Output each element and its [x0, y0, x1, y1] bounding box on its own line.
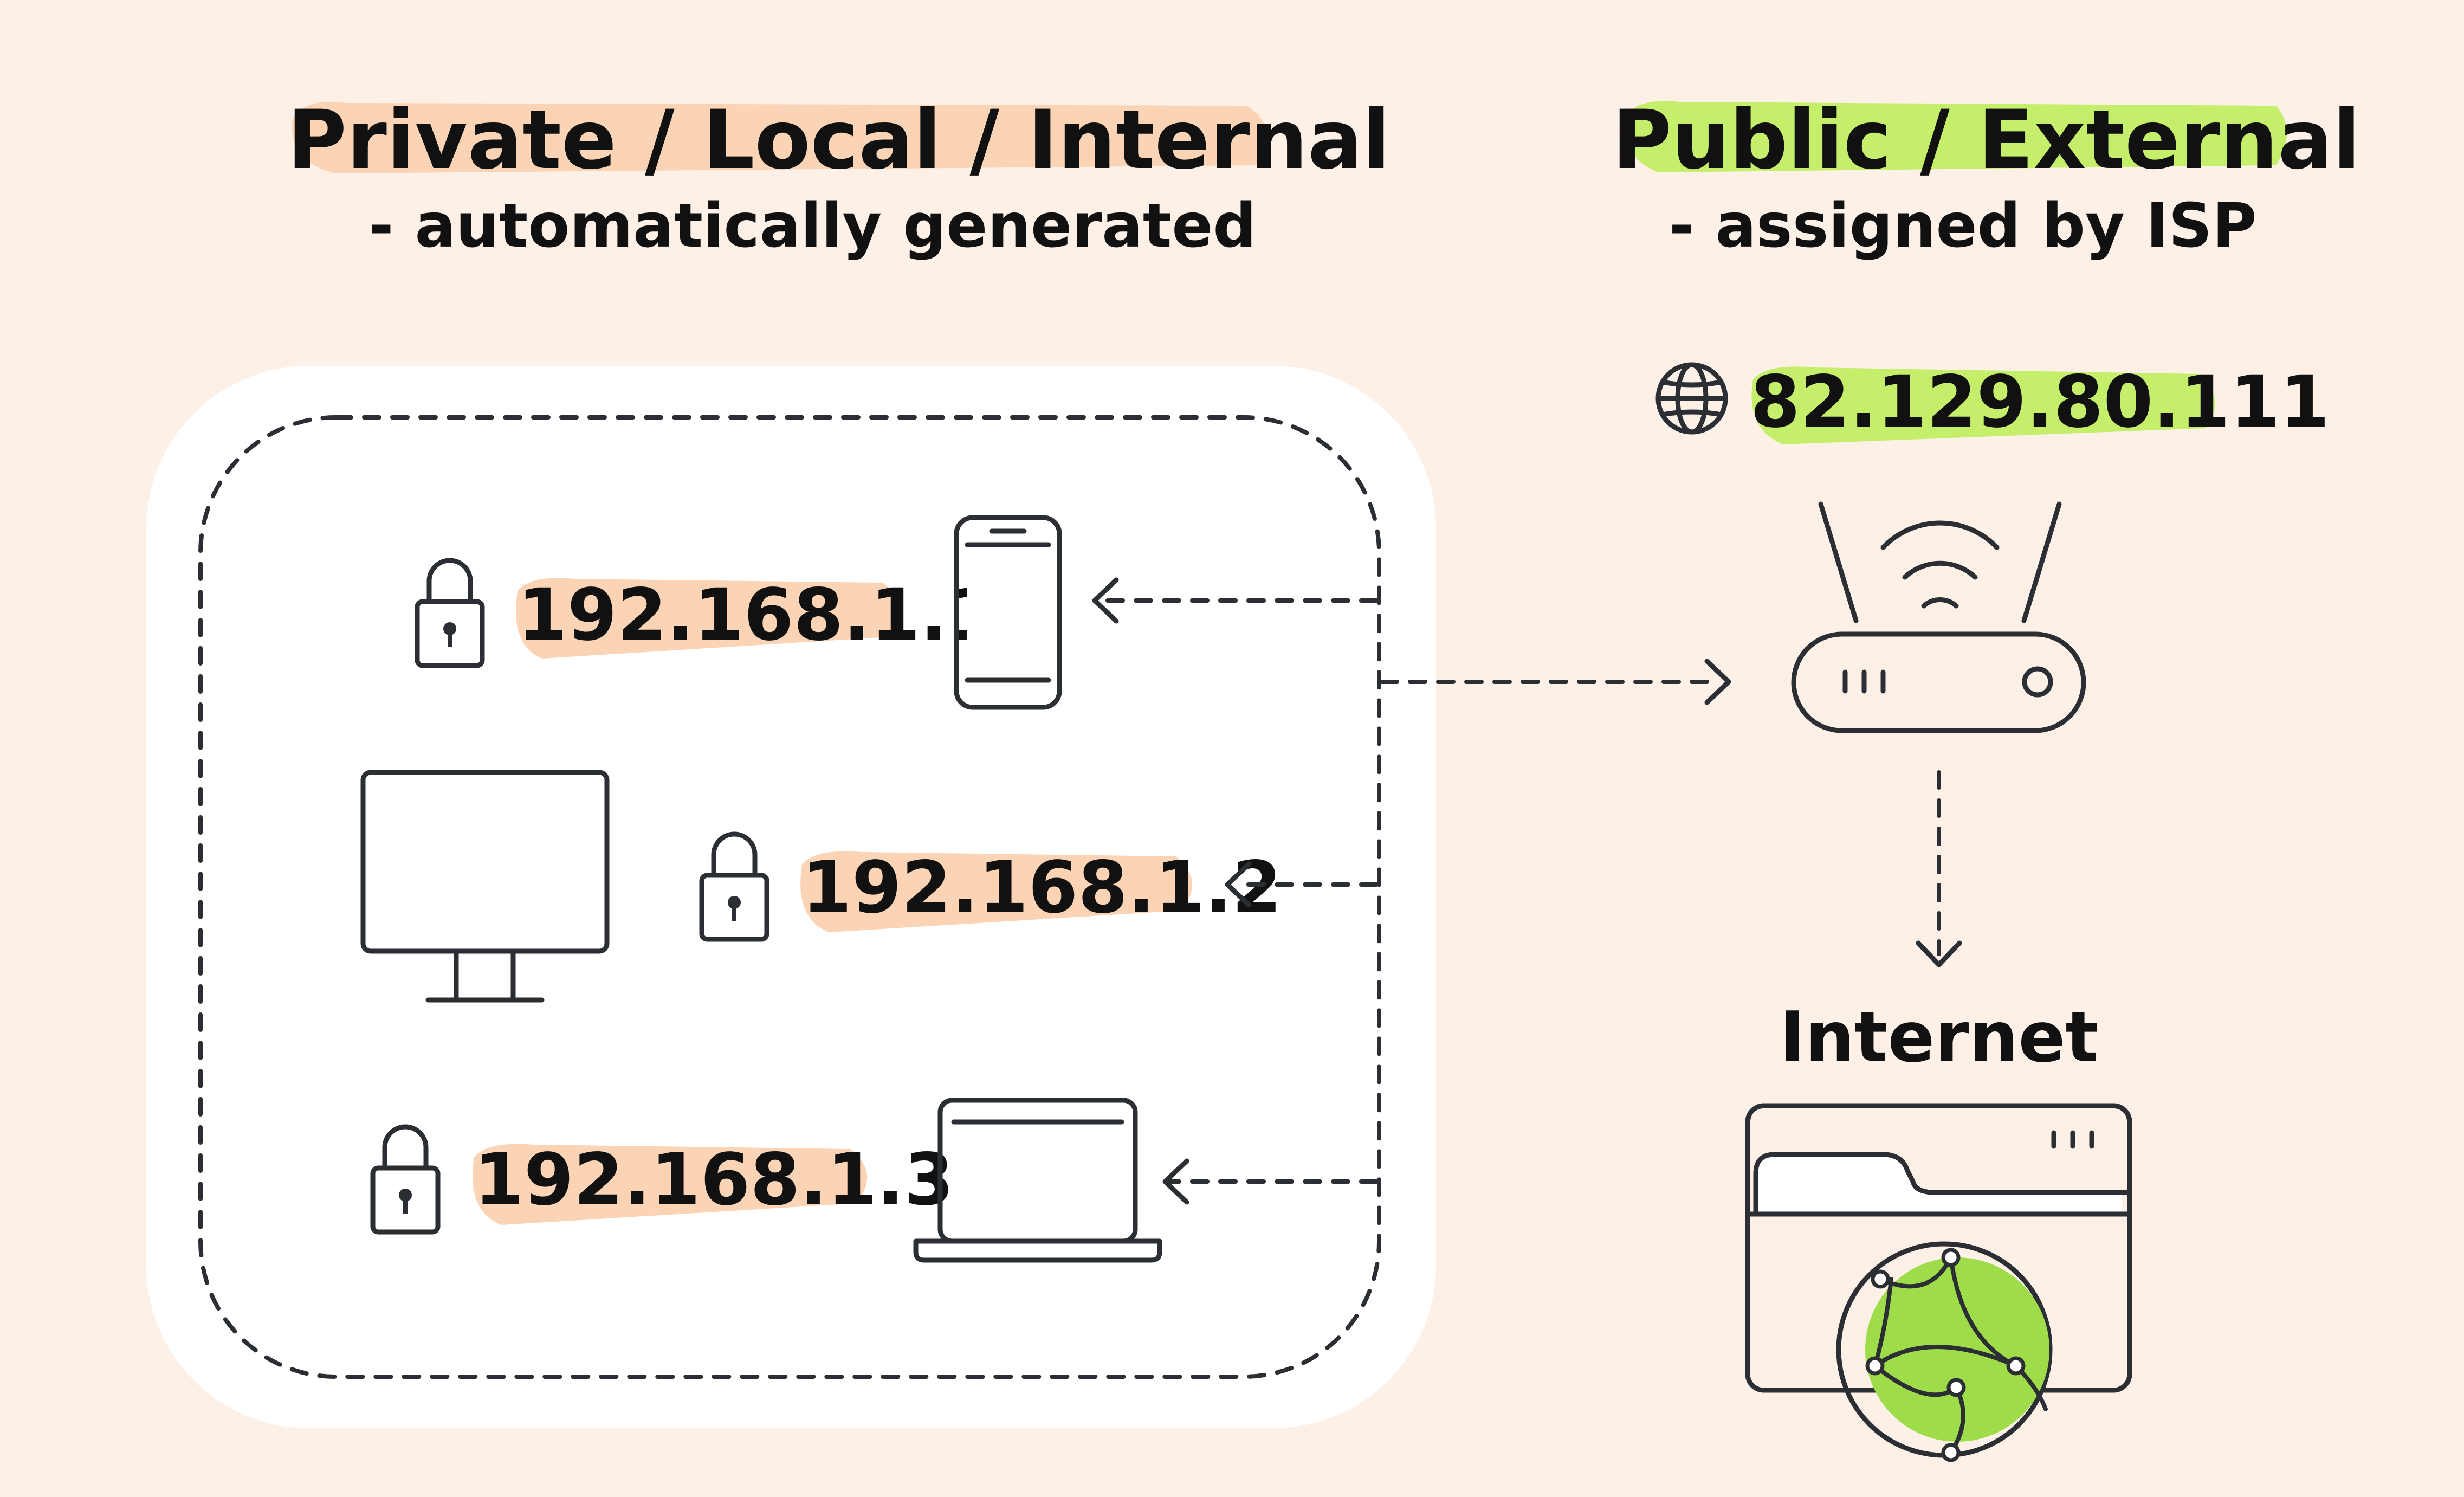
arrow-to-monitor	[1225, 861, 1379, 908]
arrow-network-to-router	[1380, 659, 1731, 705]
router-icon	[1791, 501, 2086, 733]
private-heading-highlight	[292, 102, 1268, 173]
ip-highlight	[516, 578, 898, 659]
device-ip-2: 192.168.1.2	[802, 846, 1282, 930]
arrow-to-smartphone	[1092, 577, 1379, 624]
arrow-to-laptop	[1162, 1158, 1379, 1205]
private-network-boundary	[198, 415, 1381, 1379]
browser-globe-icon	[1745, 1103, 2132, 1462]
monitor-icon	[360, 770, 610, 1003]
lock-icon	[370, 1124, 441, 1235]
arrow-router-to-internet	[1916, 770, 1962, 967]
public-heading-highlight	[1625, 101, 2287, 172]
laptop-icon	[913, 1098, 1162, 1263]
device-ip-3: 192.168.1.3	[474, 1138, 954, 1222]
private-subtitle: - automatically generated	[368, 191, 1257, 261]
public-ip-highlight	[1751, 366, 2215, 444]
private-heading-group: Private / Local / Internal - automatical…	[287, 93, 1391, 261]
smartphone-icon	[954, 515, 1062, 710]
device-row-3: 192.168.1.3	[370, 1098, 1379, 1263]
globe-icon	[1655, 362, 1728, 435]
public-ip-group: 82.129.80.111	[1655, 360, 2330, 444]
device-ip-1: 192.168.1.1	[518, 573, 997, 657]
public-heading: Public / External	[1612, 93, 2360, 188]
ip-highlight	[800, 851, 1193, 932]
public-subtitle: - assigned by ISP	[1669, 191, 2256, 261]
public-heading-group: Public / External - assigned by ISP	[1612, 93, 2360, 261]
device-row-2: 192.168.1.2	[360, 770, 1379, 1003]
lock-icon	[415, 558, 485, 668]
internet-label: Internet	[1780, 997, 2099, 1078]
lock-icon	[699, 831, 769, 942]
private-heading: Private / Local / Internal	[287, 93, 1391, 188]
ip-highlight	[473, 1144, 868, 1225]
public-ip-address: 82.129.80.111	[1750, 360, 2330, 444]
device-row-1: 192.168.1.1	[415, 515, 1379, 710]
